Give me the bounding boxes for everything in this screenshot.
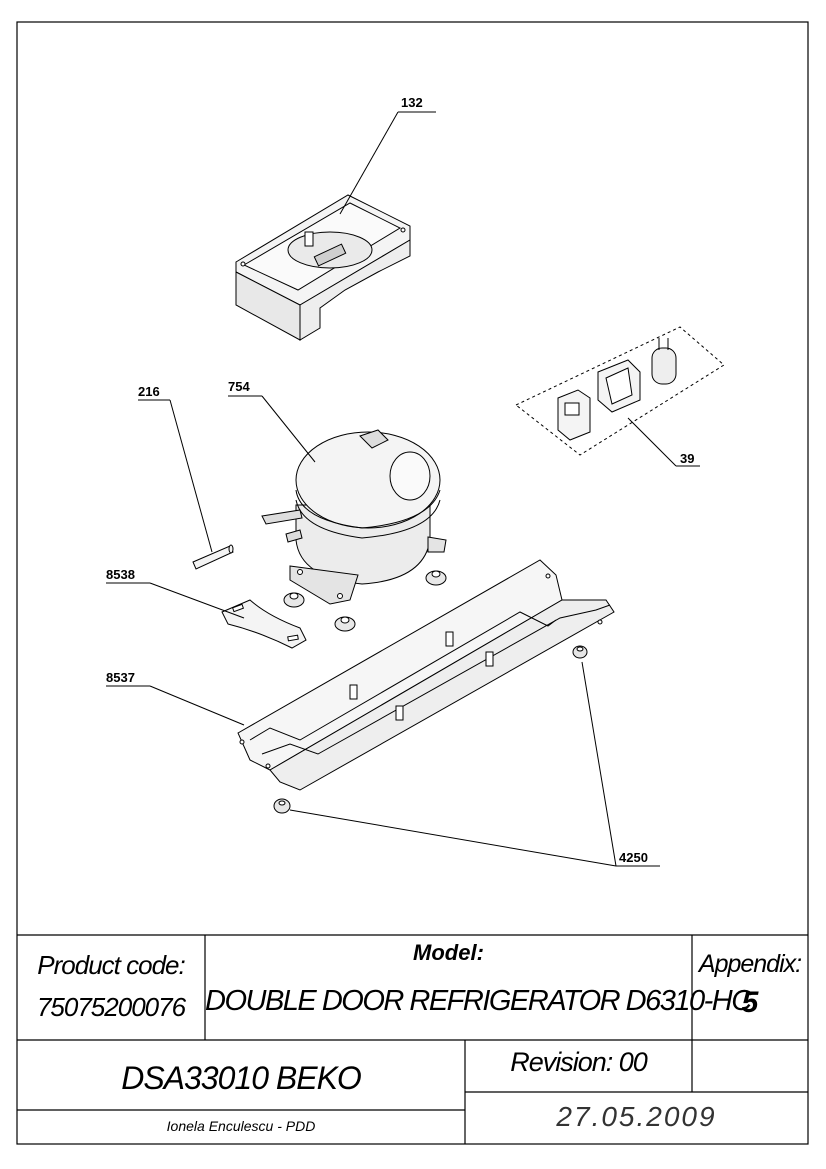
part-132-drip-tray	[235, 194, 411, 341]
part-216-pin	[192, 544, 234, 570]
model-name: DOUBLE DOOR REFRIGERATOR D6310-HC	[205, 985, 752, 1017]
part-754-compressor	[261, 429, 447, 605]
product-code: 75075200076	[36, 992, 186, 1022]
appendix-value: 5	[741, 986, 759, 1019]
revision: Revision: 00	[510, 1047, 648, 1077]
callout-39: 39	[680, 451, 695, 466]
drawing-border	[16, 21, 809, 1145]
drawing-id: DSA33010 BEKO	[121, 1060, 362, 1096]
part-39-relay-kit	[515, 326, 725, 467]
appendix-label: Appendix:	[698, 950, 802, 978]
callout-754: 754	[228, 379, 250, 394]
title-block-grid	[17, 934, 808, 1144]
model-label: Model:	[413, 940, 484, 965]
grommets	[283, 570, 447, 632]
callout-8537: 8537	[106, 670, 135, 685]
part-4250-grommets	[273, 645, 588, 814]
callout-216: 216	[138, 384, 160, 399]
callout-132: 132	[401, 95, 423, 110]
callout-8538: 8538	[106, 567, 135, 582]
part-8537-base-rails	[237, 559, 615, 791]
callout-4250: 4250	[619, 850, 648, 865]
revision-date: 27.05.2009	[556, 1101, 717, 1132]
author: Ionela Enculescu - PDD	[166, 1118, 316, 1134]
product-code-label: Product code:	[37, 950, 185, 980]
part-8538-bracket	[221, 599, 307, 649]
